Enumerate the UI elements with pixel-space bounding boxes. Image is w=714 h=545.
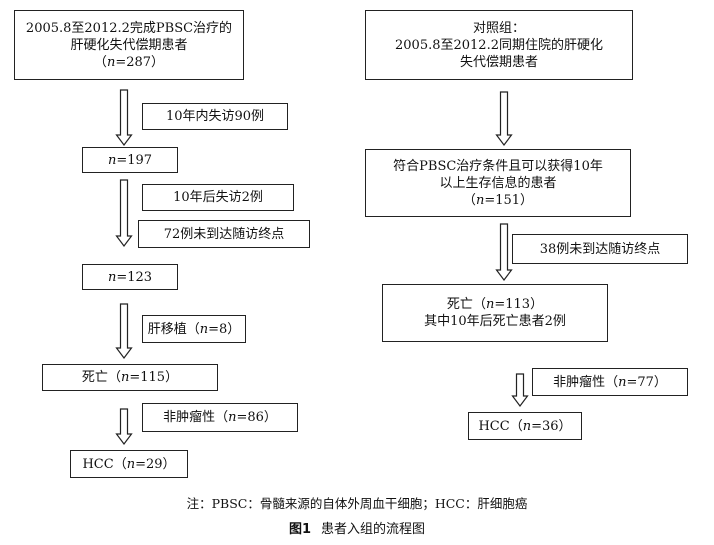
left-start-line1: 2005.8至2012.2完成PBSC治疗的 (25, 20, 233, 36)
left-n2-box: n=123 (82, 264, 178, 290)
figure-note: 注：PBSC：骨髓来源的自体外周血干细胞；HCC：肝细胞癌 (186, 496, 528, 511)
right-control-box: 对照组： 2005.8至2012.2同期住院的肝硬化 失代偿期患者 (365, 10, 633, 80)
arrow-left-3 (115, 303, 133, 359)
left-transplant-box: 肝移植（n=8） (142, 315, 246, 343)
arrow-left-4 (115, 408, 133, 445)
figure-title: 患者入组的流程图 (321, 522, 426, 537)
arrow-left-2 (115, 179, 133, 247)
arrow-right-1 (495, 91, 513, 146)
left-start-count: （n=287） (93, 54, 165, 70)
left-not-reached-box: 72例未到达随访终点 (138, 220, 310, 248)
left-start-line2: 肝硬化失代偿期患者 (70, 37, 188, 53)
right-hcc-box: HCC（n=36） (468, 412, 582, 440)
arrow-left-1 (115, 89, 133, 146)
figure-label: 图1 (288, 522, 312, 537)
arrow-right-2 (495, 223, 513, 281)
left-non-tumor-box: 非肿瘤性（n=86） (142, 403, 298, 432)
left-hcc-box: HCC（n=29） (70, 450, 188, 478)
figure-caption: 图1 患者入组的流程图 (0, 518, 714, 537)
left-lost-10y-box: 10年内失访90例 (142, 103, 288, 130)
right-not-reached-box: 38例未到达随访终点 (512, 234, 688, 264)
left-death-box: 死亡（n=115） (42, 364, 218, 391)
arrow-right-3 (511, 373, 529, 407)
right-eligible-box: 符合PBSC治疗条件且可以获得10年 以上生存信息的患者 （n=151） (365, 149, 631, 217)
right-non-tumor-box: 非肿瘤性（n=77） (532, 368, 688, 396)
left-n1-box: n=197 (82, 147, 178, 173)
left-start-box: 2005.8至2012.2完成PBSC治疗的 肝硬化失代偿期患者 （n=287） (14, 10, 244, 80)
left-lost-after-box: 10年后失访2例 (142, 184, 294, 211)
right-death-box: 死亡（n=113） 其中10年后死亡患者2例 (382, 284, 608, 342)
